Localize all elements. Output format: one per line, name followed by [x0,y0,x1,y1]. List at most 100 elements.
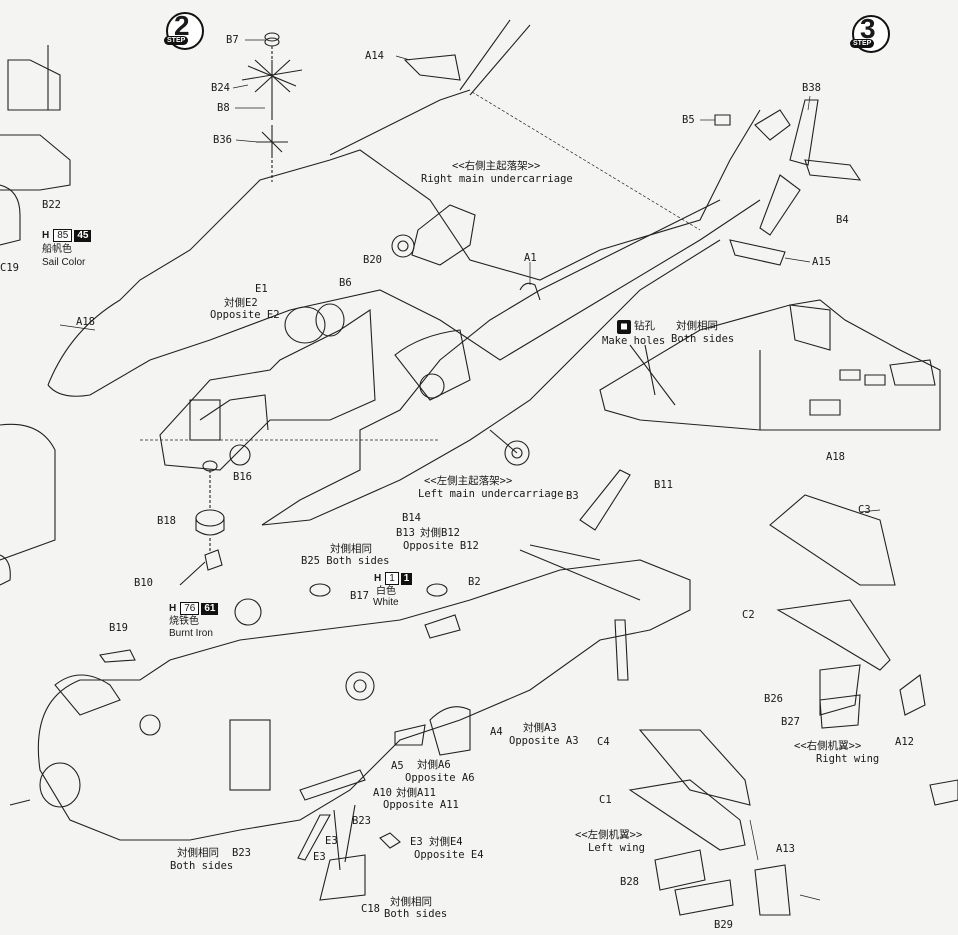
step-number: 3 [860,13,876,44]
note-both-sides-cn: 対側相同 [676,320,718,332]
note-both-sides-en: Both sides [170,860,234,872]
part-label: E1 [255,283,268,295]
part-label: A4 [490,726,503,738]
note-right-uc-en: Right main undercarriage [421,173,573,185]
part-label: B2 [468,576,481,588]
note-both-sides-en: Both sides [384,908,448,920]
part-label: A18 [76,316,95,328]
part-label: A5 [391,760,404,772]
note-opp-a3-cn: 対側A3 [523,722,557,734]
part-label: B20 [363,254,382,266]
part-label: B13 [396,527,415,539]
note-opp-a11-en: Opposite A11 [383,799,459,811]
note-opp-e2-cn: 対側E2 [224,297,258,309]
note-opp-a11-cn: 対側A11 [396,787,436,799]
part-label: B38 [802,82,821,94]
note-both-sides-cn: 対側相同 [330,543,372,555]
part-label: A1 [524,252,537,264]
part-label: E3 [313,851,326,863]
note-opp-e4-en: Opposite E4 [414,849,484,861]
paint-name-en: Burnt Iron [169,628,213,639]
part-label: C18 [361,903,380,915]
paint-number: 61 [201,602,219,615]
part-label: B24 [211,82,230,94]
part-label: A18 [826,451,845,463]
part-label: C4 [597,736,610,748]
part-label: B3 [566,490,579,502]
part-label: C19 [0,262,19,274]
part-label: B7 [226,34,239,46]
part-label: B36 [213,134,232,146]
note-opp-e2-en: Opposite E2 [210,309,280,321]
part-label: C1 [599,794,612,806]
part-label: B26 [764,693,783,705]
part-label: B14 [402,512,421,524]
part-label: A12 [895,736,914,748]
note-both-sides-en: B25 Both sides [301,555,390,567]
note-opp-a3-en: Opposite A3 [509,735,579,747]
part-label: B19 [109,622,128,634]
paint-h: H [169,603,177,614]
drill-icon: ■ [617,320,631,334]
part-label: B23 [232,847,251,859]
paint-chip-sail: H 85 45 [42,229,92,242]
part-label: E3 [325,835,338,847]
note-left-uc-cn: <<左側主起落架>> [424,475,513,487]
note-both-sides-cn: 対側相同 [390,896,432,908]
paint-h: H [42,230,50,241]
note-left-wing-cn: <<左側机翼>> [575,829,643,841]
part-label: B4 [836,214,849,226]
part-label: B5 [682,114,695,126]
part-label: B27 [781,716,800,728]
paint-code: 76 [180,602,200,615]
paint-name-cn: 烧铁色 [169,616,199,627]
paint-name-cn: 船帆色 [42,244,72,255]
step-3-badge: 3 STEP [850,13,892,55]
paint-code: 85 [53,229,73,242]
note-both-sides-cn: 対側相同 [177,847,219,859]
part-label: C3 [858,504,871,516]
part-label: B17 [350,590,369,602]
paint-chip-burnt-iron: H 76 61 [169,602,219,615]
part-label: B8 [217,102,230,114]
step-2-badge: 2 STEP [164,10,206,52]
part-label: A14 [365,50,384,62]
paint-h: H [374,573,382,584]
part-label: A13 [776,843,795,855]
part-label: B29 [714,919,733,931]
note-right-uc-cn: <<右側主起落架>> [452,160,541,172]
note-opp-a6-en: Opposite A6 [405,772,475,784]
part-label: B10 [134,577,153,589]
note-right-wing-cn: <<右側机翼>> [794,740,862,752]
paint-name-en: White [373,597,399,608]
step-tag: STEP [164,36,189,45]
paint-name-cn: 白色 [376,586,396,597]
part-label: B22 [42,199,61,211]
note-left-uc-en: Left main undercarriage [418,488,564,500]
part-label: B11 [654,479,673,491]
part-label: B16 [233,471,252,483]
note-both-sides-en: Both sides [671,333,735,345]
paint-number: 45 [74,229,92,242]
note-left-wing-en: Left wing [588,842,645,854]
note-make-holes-cn: 钻孔 [634,320,655,332]
note-make-holes-en: Make holes [602,335,666,347]
part-label: C2 [742,609,755,621]
part-label: B6 [339,277,352,289]
paint-number: 1 [400,572,413,585]
part-label: B23 [352,815,371,827]
paint-code: 1 [385,572,399,585]
part-label: A10 [373,787,392,799]
part-label: A15 [812,256,831,268]
note-opp-e4-cn: E3 対側E4 [410,836,463,848]
paint-name-en: Sail Color [42,257,86,268]
paint-chip-white: H 1 1 [374,572,413,585]
note-opp-b12-en: Opposite B12 [403,540,479,552]
note-opp-b12-cn: 対側B12 [420,527,460,539]
step-number: 2 [174,10,190,41]
part-label: B28 [620,876,639,888]
step-tag: STEP [850,39,875,48]
note-right-wing-en: Right wing [816,753,880,765]
